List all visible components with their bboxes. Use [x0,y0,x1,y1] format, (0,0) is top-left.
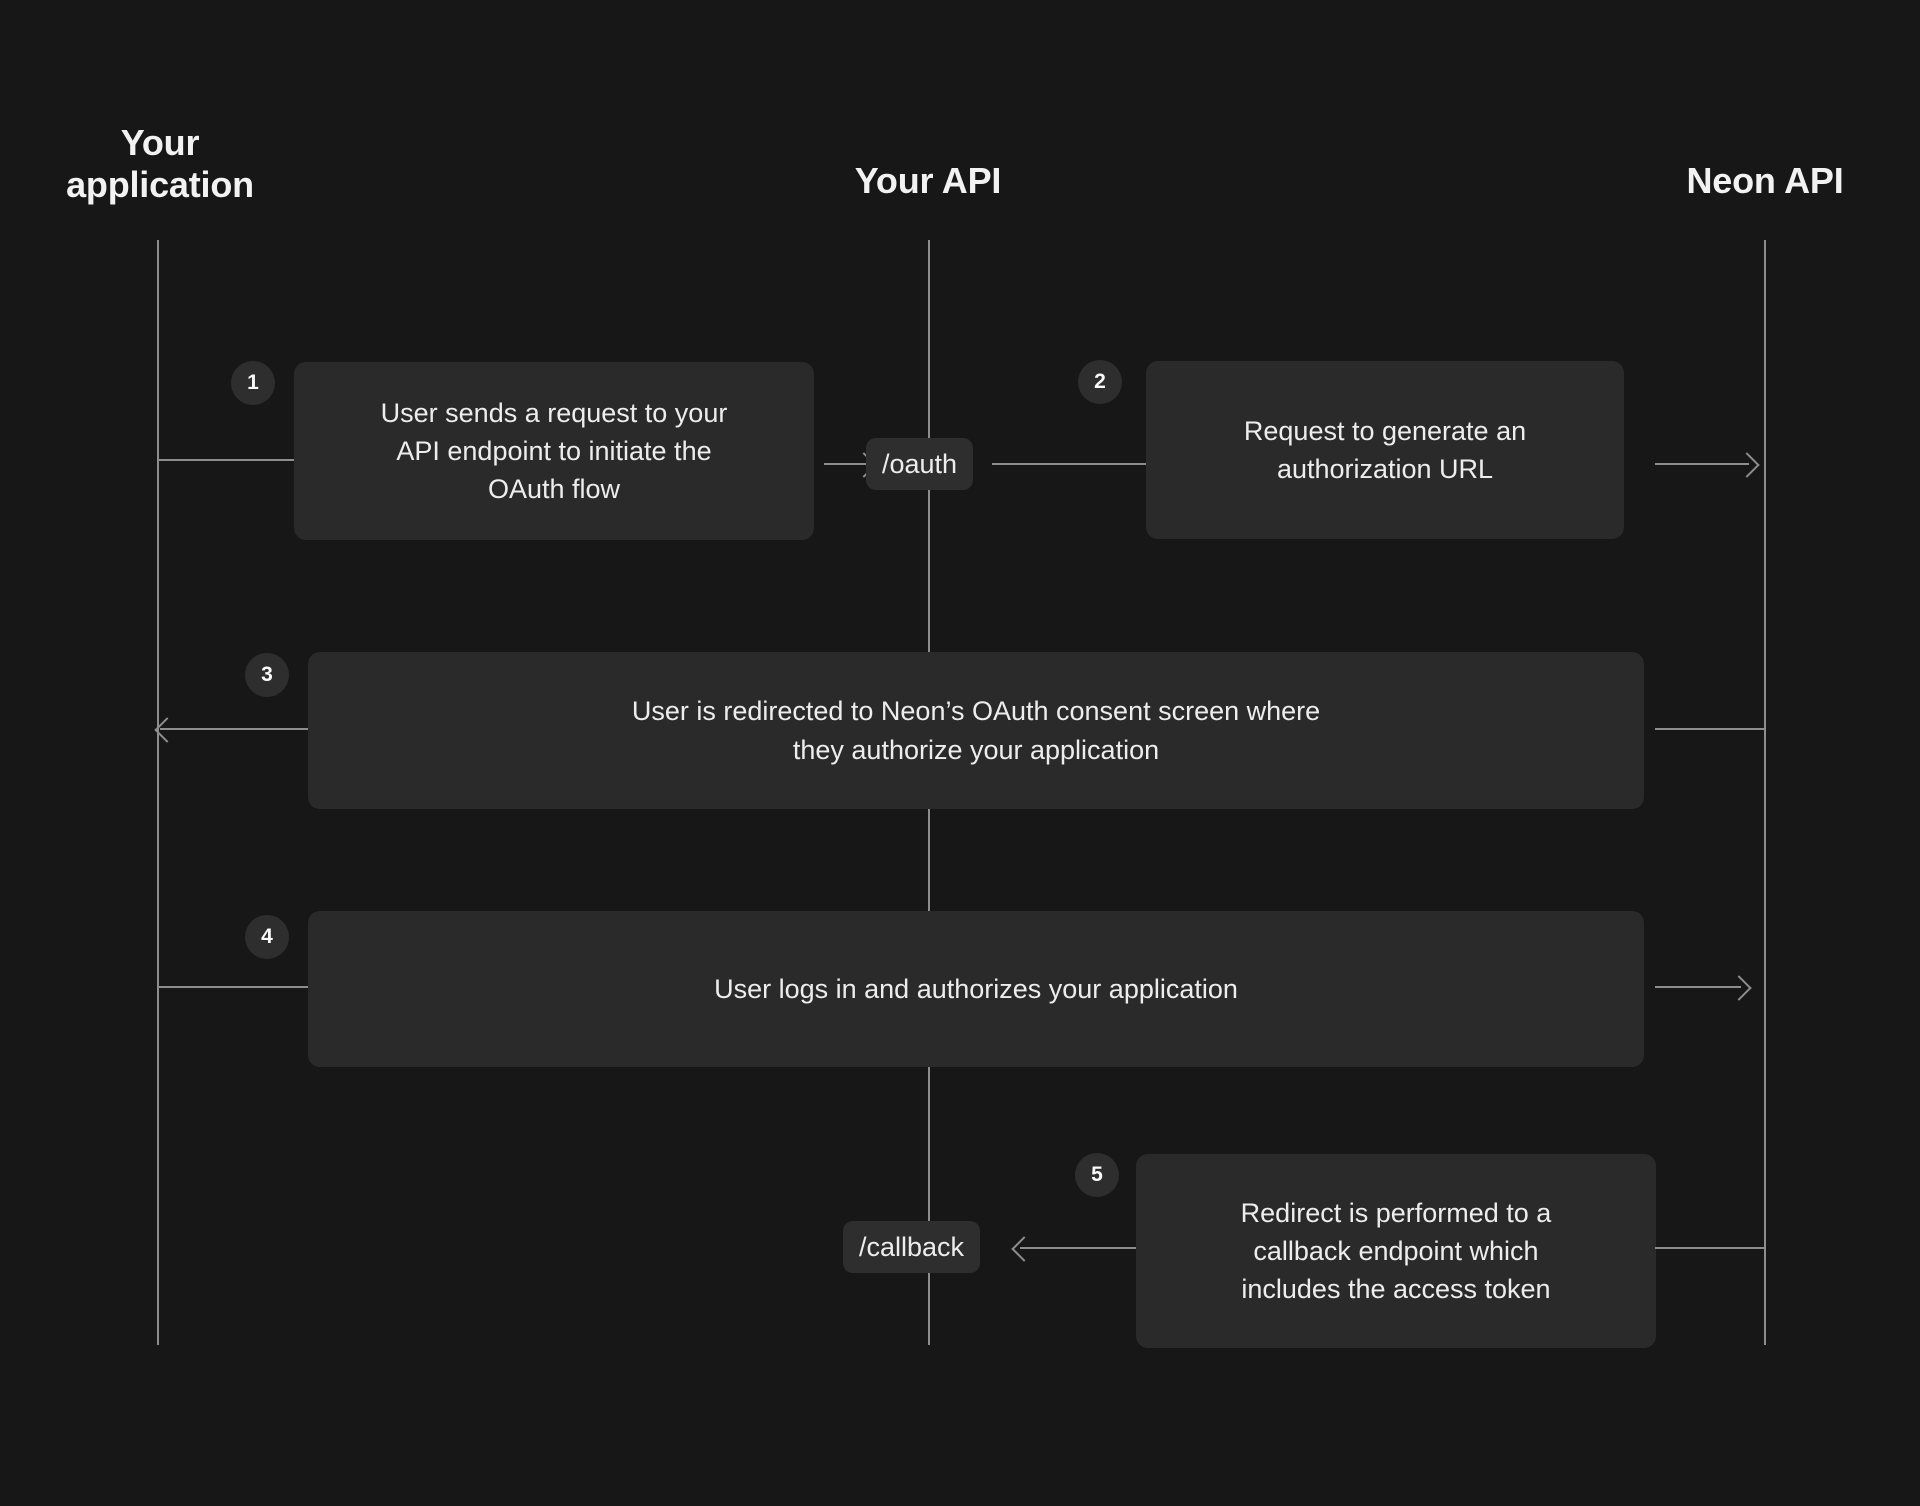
step-message-text-4: User logs in and authorizes your applica… [714,973,1238,1004]
step-badge-5: 5 [1075,1153,1119,1197]
step-message-text-5: Redirect is performed to a callback endp… [1240,1197,1552,1305]
connector-step-3-right [1655,728,1765,730]
connector-step-4-right [1655,986,1741,988]
step-badge-3: 3 [245,653,289,697]
connector-step-4-left [158,986,308,988]
lane-title-your-api: Your API [854,160,1002,201]
endpoint-chip-callback[interactable]: /callback [843,1221,981,1273]
arrowhead-step-2-right [1734,452,1760,478]
step-message-box-2: Request to generate an authorization URL [1146,361,1624,539]
lane-title-neon-api: Neon API [1686,160,1844,201]
connector-step-3-left [160,728,308,730]
lane-title-your-application: Your application [66,122,254,205]
connector-step-2-right [1655,463,1749,465]
arrowhead-step-4-right [1726,975,1752,1001]
step-message-text-1: User sends a request to your API endpoin… [380,397,728,505]
connector-step-1-right [824,463,866,465]
step-message-box-5: Redirect is performed to a callback endp… [1136,1154,1656,1348]
connector-step-5-right [1655,1247,1765,1249]
step-message-box-3: User is redirected to Neon’s OAuth conse… [308,652,1644,809]
endpoint-chip-oauth[interactable]: /oauth [866,438,974,490]
step-message-text-2: Request to generate an authorization URL [1243,415,1527,484]
step-message-box-4: User logs in and authorizes your applica… [308,911,1644,1067]
lifeline-neon-api [1764,240,1766,1345]
step-message-text-3: User is redirected to Neon’s OAuth conse… [631,696,1321,765]
connector-step-1-left [158,459,294,461]
connector-step-2-left [992,463,1146,465]
connector-step-5-left [1020,1247,1136,1249]
step-badge-4: 4 [245,915,289,959]
arrowhead-step-5-left [1011,1236,1037,1262]
step-message-box-1: User sends a request to your API endpoin… [294,362,814,540]
step-badge-1: 1 [231,361,275,405]
lifeline-your-application [157,240,159,1345]
step-badge-2: 2 [1078,360,1122,404]
